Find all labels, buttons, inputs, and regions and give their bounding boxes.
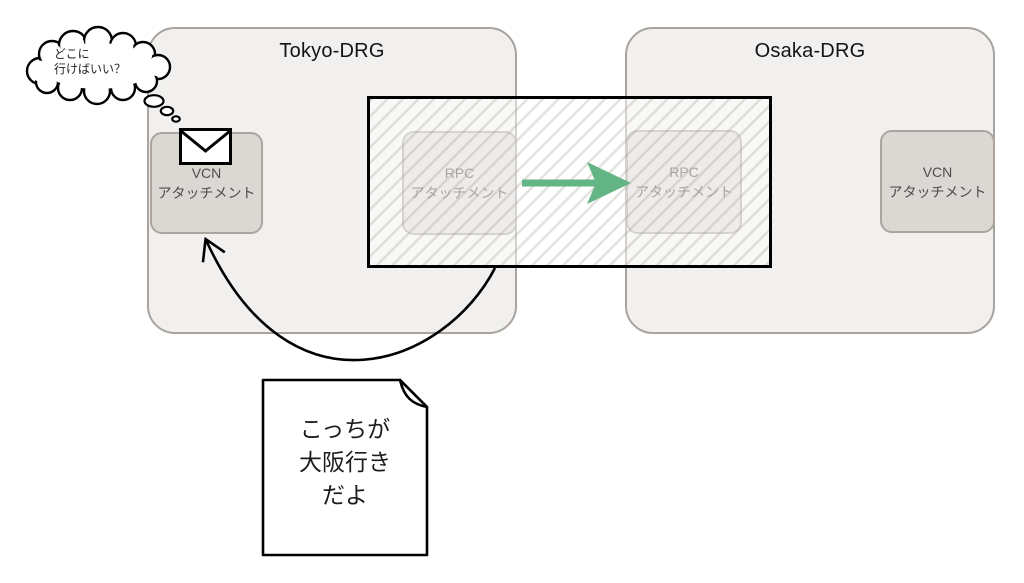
osaka-vcn-label-line1: VCN <box>922 163 953 180</box>
tokyo-vcn-label-line2: アタッチメント <box>157 185 256 201</box>
note-text: こっちが 大阪行き だよ <box>263 413 427 512</box>
envelope-icon <box>179 128 232 165</box>
osaka-vcn-label-line2: アタッチメント <box>888 183 987 200</box>
note-line1: こっちが <box>299 416 391 442</box>
note-line3: だよ <box>322 482 368 508</box>
tokyo-drg-title: Tokyo-DRG <box>279 40 385 62</box>
rpc-peering-zone <box>367 96 772 268</box>
thought-bubble-line1: どこに <box>54 47 90 61</box>
thought-bubble-text: どこに 行けばいい？ <box>54 47 126 77</box>
thought-bubble-line2: 行けばいい？ <box>54 62 127 76</box>
note-line2: 大阪行き <box>299 449 391 475</box>
osaka-vcn-attachment: VCN アタッチメント <box>880 130 995 233</box>
tokyo-vcn-label-line1: VCN <box>191 165 222 181</box>
osaka-drg-title: Osaka-DRG <box>754 40 866 62</box>
